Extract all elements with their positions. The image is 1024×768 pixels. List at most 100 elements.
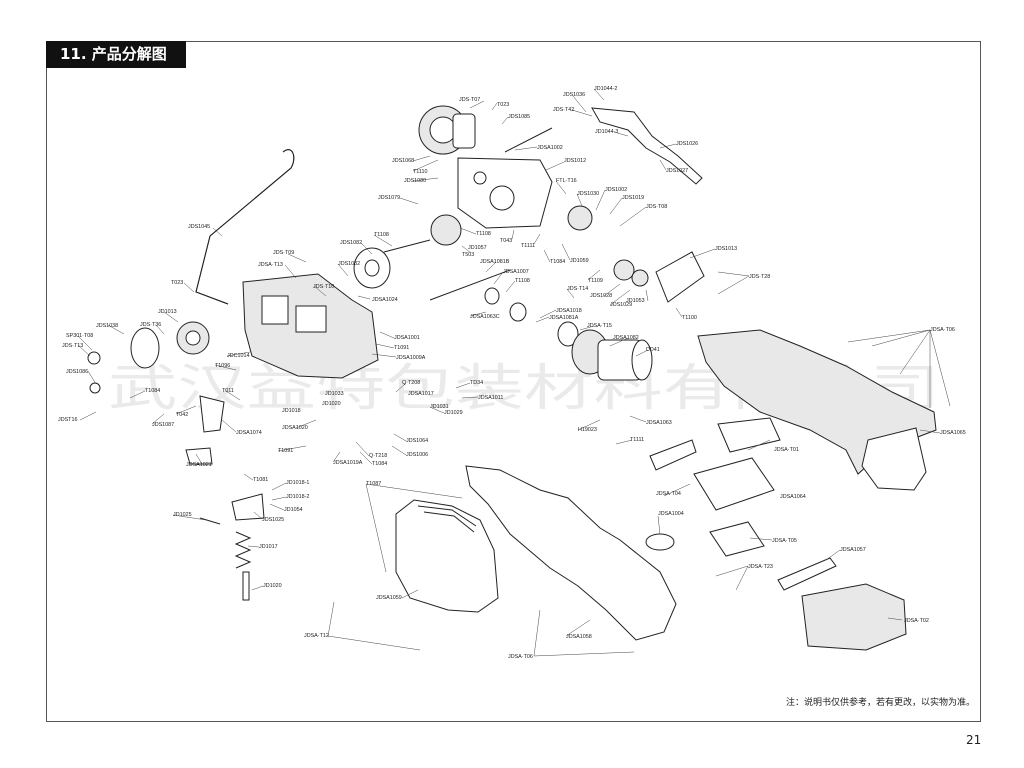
part-label: T042 bbox=[176, 412, 188, 418]
part-label: JDST16 bbox=[58, 417, 77, 423]
part-label: JD1017 bbox=[259, 544, 278, 550]
part-label: JDSA1081B bbox=[480, 259, 510, 265]
part-label: JDS1029 bbox=[610, 302, 632, 308]
part-label: JDS·T36 bbox=[140, 322, 161, 328]
part-label: T1091 bbox=[278, 448, 293, 454]
part-label: JDSA1018 bbox=[556, 308, 582, 314]
part-label: JDS1064 bbox=[406, 438, 428, 444]
part-label: T1100 bbox=[682, 315, 697, 321]
part-label: JDSA1024 bbox=[372, 297, 398, 303]
part-label: JD1018 bbox=[282, 408, 301, 414]
part-label: JD1013 bbox=[158, 309, 177, 315]
part-label: Q·T218 bbox=[369, 453, 387, 459]
part-label: T1108 bbox=[515, 278, 530, 284]
part-label: T1084 bbox=[550, 259, 565, 265]
section-title: 11. 产品分解图 bbox=[46, 41, 186, 68]
part-label: JDSA1020 bbox=[282, 425, 308, 431]
part-label: JDSA1065 bbox=[940, 430, 966, 436]
part-label: T1108 bbox=[374, 232, 389, 238]
part-label: JDS1019 bbox=[622, 195, 644, 201]
part-label: JDS1079 bbox=[378, 195, 400, 201]
part-label: JDSA1011 bbox=[478, 395, 503, 401]
part-label: JDS·T08 bbox=[646, 204, 667, 210]
part-label: JDSA1074 bbox=[236, 430, 262, 436]
part-label: JDS1013 bbox=[715, 246, 737, 252]
part-label: T043 bbox=[500, 238, 512, 244]
part-label: T023 bbox=[497, 102, 509, 108]
part-label: JDSA1001 bbox=[394, 335, 420, 341]
part-label: JDS1086 bbox=[66, 369, 88, 375]
part-label: JDSA·T02 bbox=[904, 618, 929, 624]
part-label: JDS1085 bbox=[508, 114, 530, 120]
part-label: JDS1027 bbox=[666, 168, 688, 174]
part-label: JDSA1063C bbox=[470, 314, 500, 320]
part-label: JDS·T09 bbox=[273, 250, 294, 256]
part-label: JDSA1063 bbox=[646, 420, 672, 426]
part-label: JDS1006 bbox=[406, 452, 428, 458]
part-label: JD1020 bbox=[322, 401, 341, 407]
part-label: JDSA·T04 bbox=[656, 491, 681, 497]
part-label: JDS1012 bbox=[564, 158, 586, 164]
part-label: JDS1045 bbox=[188, 224, 210, 230]
part-label: T023 bbox=[171, 280, 183, 286]
part-label: JDSA1007 bbox=[503, 269, 529, 275]
part-label: JDSA·T15 bbox=[587, 323, 612, 329]
part-label: JD1020 bbox=[263, 583, 282, 589]
part-label: T1111 bbox=[630, 437, 644, 443]
part-label: JDSA·T06 bbox=[508, 654, 533, 660]
part-label: JD1059 bbox=[570, 258, 589, 264]
part-label: T1108 bbox=[476, 231, 491, 237]
part-label: JDS1082 bbox=[340, 240, 362, 246]
part-label: JDSA·T06 bbox=[930, 327, 955, 333]
part-label: JDSA1064 bbox=[780, 494, 806, 500]
part-label: JD1018-1 bbox=[286, 480, 309, 486]
part-label: JDSA·T01 bbox=[774, 447, 799, 453]
part-label: JDS·T13 bbox=[62, 343, 83, 349]
part-label: Q·T208 bbox=[402, 380, 420, 386]
part-label: JD1018-2 bbox=[286, 494, 309, 500]
part-label: JDSA·T05 bbox=[772, 538, 797, 544]
part-labels: JDS·T07 T023 JDS1085 JDS1068 JDSA1002 JD… bbox=[58, 86, 966, 660]
part-label: JD1044-2 bbox=[594, 86, 617, 92]
part-label: JDS·T10 bbox=[313, 284, 334, 290]
disclaimer-note: 注：说明书仅供参考，若有更改，以实物为准。 bbox=[786, 698, 976, 708]
part-label: JDS·T07 bbox=[459, 97, 480, 103]
part-label: JD1031 bbox=[430, 404, 449, 410]
part-label: T1084 bbox=[145, 388, 160, 394]
part-label: TD34 bbox=[470, 380, 483, 386]
part-label: JDS1068 bbox=[392, 158, 414, 164]
part-label: JD1057 bbox=[468, 245, 487, 251]
part-label: JD1029 bbox=[444, 410, 463, 416]
part-label: H19023 bbox=[578, 427, 597, 433]
page-number: 21 bbox=[966, 733, 982, 747]
part-label: JDSA1082 bbox=[613, 335, 639, 341]
part-label: JD1053 bbox=[626, 298, 645, 304]
part-label: JDS1038 bbox=[96, 323, 118, 329]
part-label: JDS1028 bbox=[590, 293, 612, 299]
part-label: JDS·T42 bbox=[553, 107, 574, 113]
part-label: T1091 bbox=[394, 345, 409, 351]
leader-lines bbox=[77, 88, 951, 657]
part-label: JDSA1019A bbox=[333, 460, 363, 466]
part-label: JDS1030 bbox=[577, 191, 599, 197]
part-label: JDS1002 bbox=[605, 187, 627, 193]
part-label: JDSA·T23 bbox=[748, 564, 773, 570]
part-label: JDSA1004 bbox=[658, 511, 684, 517]
part-label: JD1044-3 bbox=[595, 129, 618, 135]
part-label: T1096 bbox=[215, 363, 230, 369]
part-label: JDSA·T12 bbox=[304, 633, 329, 639]
part-label: T1087 bbox=[366, 481, 381, 487]
part-label: FTL·T16 bbox=[556, 178, 577, 184]
part-label: T1110 bbox=[413, 169, 427, 175]
part-label: JDC1014 bbox=[227, 353, 249, 359]
part-label: JDS1026 bbox=[676, 141, 698, 147]
part-label: JDSA1009A bbox=[396, 355, 426, 361]
part-label: T1111 bbox=[521, 243, 535, 249]
part-label: JDSA1017 bbox=[408, 391, 434, 397]
part-label: T1081 bbox=[253, 477, 268, 483]
part-label: JDS1025 bbox=[262, 517, 284, 523]
part-label: JDS1087 bbox=[152, 422, 174, 428]
part-label: JDSA1081A bbox=[549, 315, 579, 321]
part-label: DD41 bbox=[646, 347, 660, 353]
